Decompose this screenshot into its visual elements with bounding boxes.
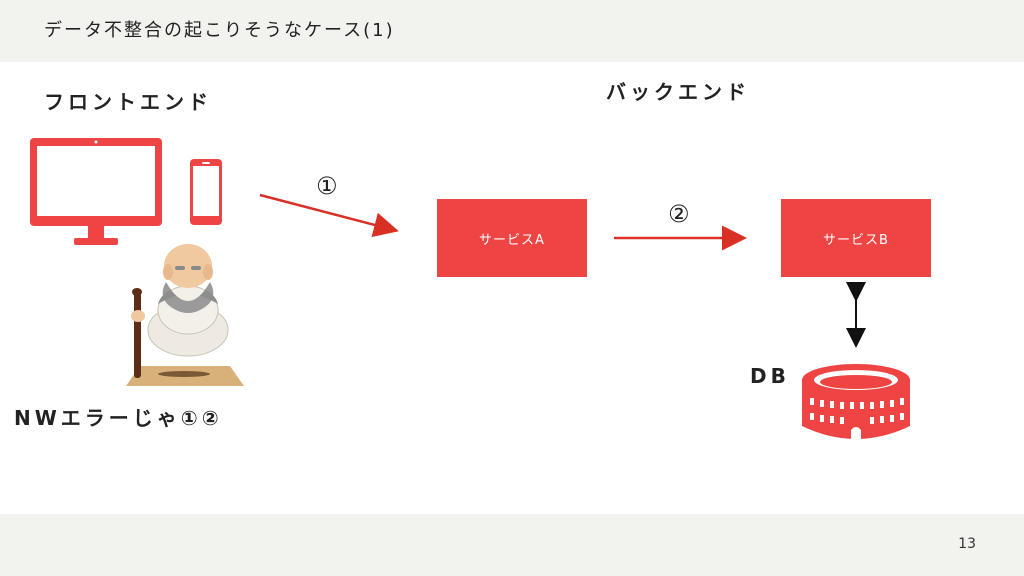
- smartphone-icon: [190, 159, 222, 225]
- page-number: 13: [958, 536, 976, 552]
- db-label: DB: [750, 364, 790, 388]
- footer-bar: 13: [0, 514, 1024, 576]
- frontend-label: フロントエンド: [44, 90, 212, 114]
- database-colosseum-icon: [802, 364, 910, 442]
- step-2-marker: ②: [668, 200, 690, 228]
- backend-label: バックエンド: [606, 80, 750, 104]
- slide-title: データ不整合の起こりそうなケース(1): [44, 20, 395, 41]
- service-b-box: サービスB: [781, 199, 931, 277]
- arrow-frontend-to-service-a: [259, 193, 399, 238]
- header-bar: データ不整合の起こりそうなケース(1): [0, 0, 1024, 62]
- service-b-label: サービスB: [823, 232, 889, 248]
- service-a-label: サービスA: [479, 232, 545, 248]
- old-sage-illustration: [126, 244, 244, 386]
- nw-error-caption: NWエラーじゃ①②: [14, 406, 223, 430]
- step-1-marker: ①: [316, 172, 338, 200]
- desktop-monitor-icon: [30, 138, 162, 245]
- service-a-box: サービスA: [437, 199, 587, 277]
